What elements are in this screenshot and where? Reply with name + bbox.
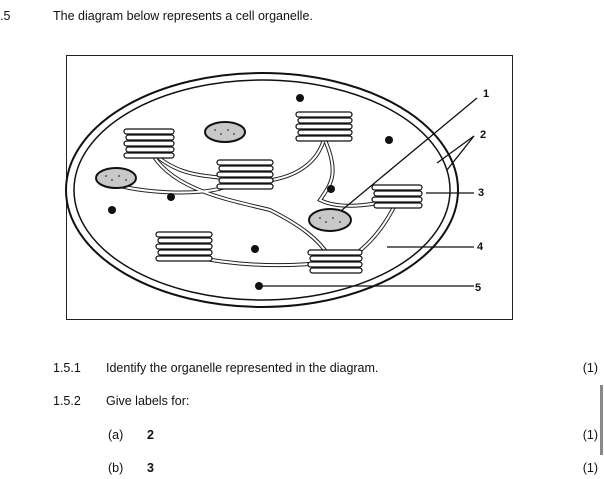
- granum-1: [123, 128, 175, 159]
- starch-grains: [95, 121, 352, 232]
- part-label: 2: [147, 428, 154, 442]
- subquestion-number: 1.5.2: [53, 394, 81, 408]
- granum-4: [371, 184, 423, 209]
- part-label: 3: [147, 461, 154, 475]
- inner-membrane: [73, 79, 451, 301]
- diagram-label-5: 5: [475, 282, 481, 294]
- subquestion-marks: (1): [582, 361, 598, 375]
- subquestion-text: Give labels for:: [106, 394, 190, 408]
- part-letter: (b): [108, 461, 124, 475]
- diagram-label-2: 2: [480, 129, 486, 141]
- part-marks: (1): [582, 461, 598, 475]
- part-marks: (1): [582, 428, 598, 442]
- part-letter: (a): [108, 428, 124, 442]
- starch-grain-dots: [105, 129, 341, 223]
- diagram-label-3: 3: [478, 187, 484, 199]
- granum-3: [216, 159, 274, 190]
- label-lines: [259, 97, 478, 287]
- granum-6: [307, 249, 363, 274]
- subquestion-text: Identify the organelle represented in th…: [106, 361, 379, 375]
- granum-2: [295, 111, 353, 142]
- outer-membrane: [65, 72, 459, 308]
- page-edge: [600, 385, 603, 455]
- question-number: .5: [0, 9, 11, 23]
- lipid-droplets: [108, 94, 393, 290]
- diagram-label-1: 1: [483, 88, 489, 100]
- diagram-label-4: 4: [477, 241, 484, 253]
- subquestion-number: 1.5.1: [53, 361, 81, 375]
- question-intro: The diagram below represents a cell orga…: [53, 9, 313, 23]
- granum-5: [155, 231, 213, 262]
